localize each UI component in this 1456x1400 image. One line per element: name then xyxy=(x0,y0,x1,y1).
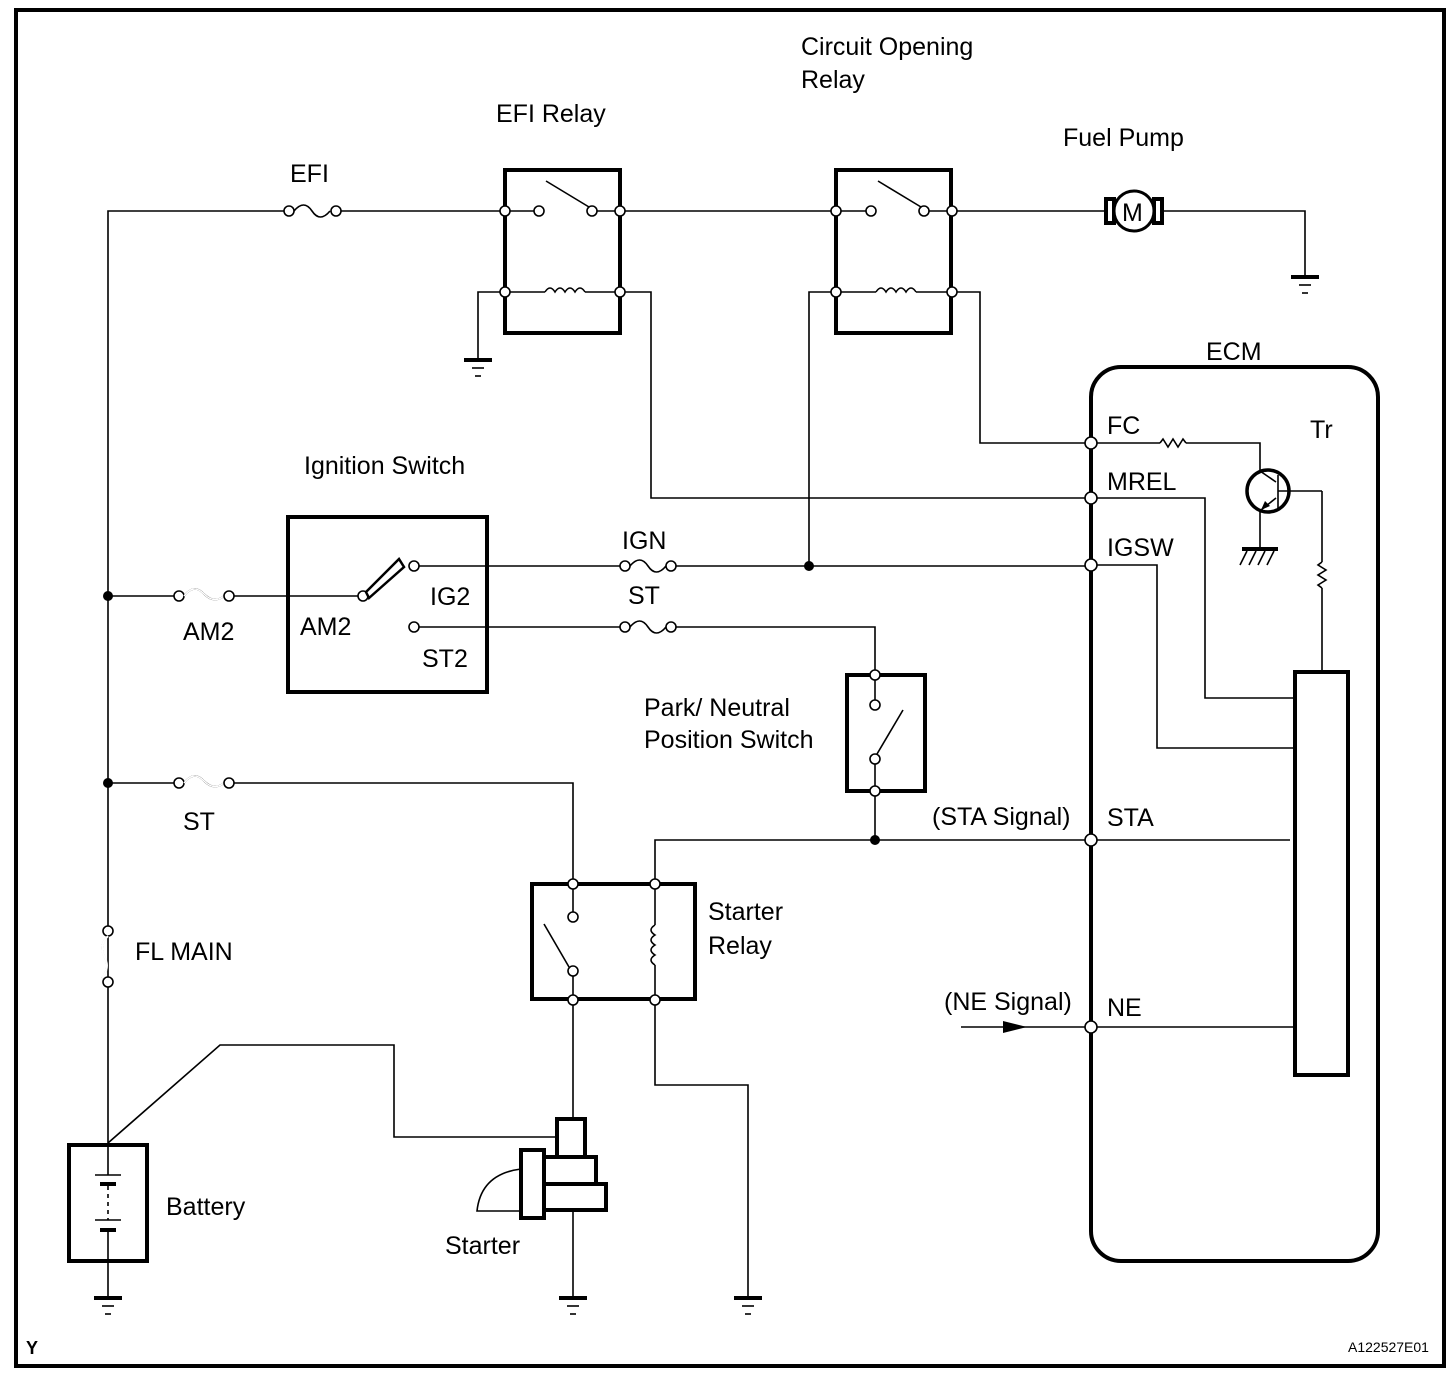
ground-icon xyxy=(464,358,492,377)
ground-icon xyxy=(1291,275,1319,294)
ecm-terminal-fc xyxy=(1084,436,1098,450)
fl-main-fusible-link xyxy=(101,925,114,988)
battery xyxy=(67,1143,149,1298)
ne-signal-label: (NE Signal) xyxy=(944,988,1072,1016)
ecm-logic-block xyxy=(1293,670,1350,1077)
ecm-terminal-mrel-label: MREL xyxy=(1107,468,1177,496)
ign-fuse xyxy=(619,559,677,573)
starter-relay xyxy=(530,878,697,1006)
efi-fuse-label: EFI xyxy=(290,160,329,188)
main-power-bus xyxy=(107,210,285,1143)
ecm-terminal-igsw-label: IGSW xyxy=(1107,534,1174,562)
efi-fuse xyxy=(283,204,500,218)
ignition-terminal-am2-label: AM2 xyxy=(300,613,351,641)
am2-fuse xyxy=(173,588,235,602)
ecm-terminal-ne-label: NE xyxy=(1107,994,1142,1022)
ecm-box xyxy=(1089,365,1380,1263)
arrow-icon xyxy=(1003,1021,1027,1033)
starter-relay-label-1: Starter xyxy=(708,898,783,926)
efi-relay-label: EFI Relay xyxy=(496,100,606,128)
am2-fuse-label: AM2 xyxy=(183,618,234,646)
circuit-opening-relay-label-2: Relay xyxy=(801,66,865,94)
transistor-icon xyxy=(1245,468,1322,514)
starter-motor xyxy=(476,1117,608,1220)
diagram-frame xyxy=(14,8,1446,1368)
transistor-label: Tr xyxy=(1310,416,1333,444)
figure-id: A122527E01 xyxy=(1348,1339,1429,1355)
st-fuse-upper xyxy=(619,620,677,634)
st-fuse-upper-label: ST xyxy=(628,582,660,610)
starter-label: Starter xyxy=(445,1232,520,1260)
battery-label: Battery xyxy=(166,1193,246,1221)
ecm-terminal-sta xyxy=(1084,833,1098,847)
park-neutral-switch xyxy=(845,669,927,797)
corner-mark: Y xyxy=(26,1338,38,1358)
ground-icon xyxy=(559,1296,587,1315)
efi-relay xyxy=(499,168,626,335)
st-fuse-lower-label: ST xyxy=(183,808,215,836)
ecm-terminal-igsw xyxy=(1084,558,1098,572)
ecm-terminal-mrel xyxy=(1084,491,1098,505)
ecm-terminal-sta-label: STA xyxy=(1107,804,1154,832)
motor-symbol: M xyxy=(1122,199,1143,227)
ignition-terminal-st2-label: ST2 xyxy=(422,645,468,673)
resistor-icon xyxy=(1316,561,1328,589)
park-neutral-switch-label-1: Park/ Neutral xyxy=(644,694,790,722)
circuit-opening-relay-label-1: Circuit Opening xyxy=(801,33,973,61)
ecm-label: ECM xyxy=(1206,338,1262,366)
fuel-pump-label: Fuel Pump xyxy=(1063,124,1184,152)
st-fuse-lower xyxy=(173,775,235,789)
fl-main-label: FL MAIN xyxy=(135,938,233,966)
chassis-ground-icon xyxy=(1239,547,1278,566)
junction-dot xyxy=(804,561,814,571)
resistor-icon xyxy=(1159,437,1187,449)
ecm-terminal-fc-label: FC xyxy=(1107,412,1140,440)
fuel-pump-motor: M xyxy=(1104,189,1164,233)
circuit-opening-relay xyxy=(830,168,958,335)
ignition-switch xyxy=(286,515,489,694)
park-neutral-switch-label-2: Position Switch xyxy=(644,726,814,754)
ground-icon xyxy=(734,1296,762,1315)
ground-icon xyxy=(94,1296,122,1315)
sta-signal-label: (STA Signal) xyxy=(932,803,1070,831)
ignition-switch-label: Ignition Switch xyxy=(304,452,465,480)
ign-fuse-label: IGN xyxy=(622,527,666,555)
starter-relay-label-2: Relay xyxy=(708,932,772,960)
ignition-terminal-ig2-label: IG2 xyxy=(430,583,470,611)
ecm-terminal-ne xyxy=(1084,1020,1098,1034)
